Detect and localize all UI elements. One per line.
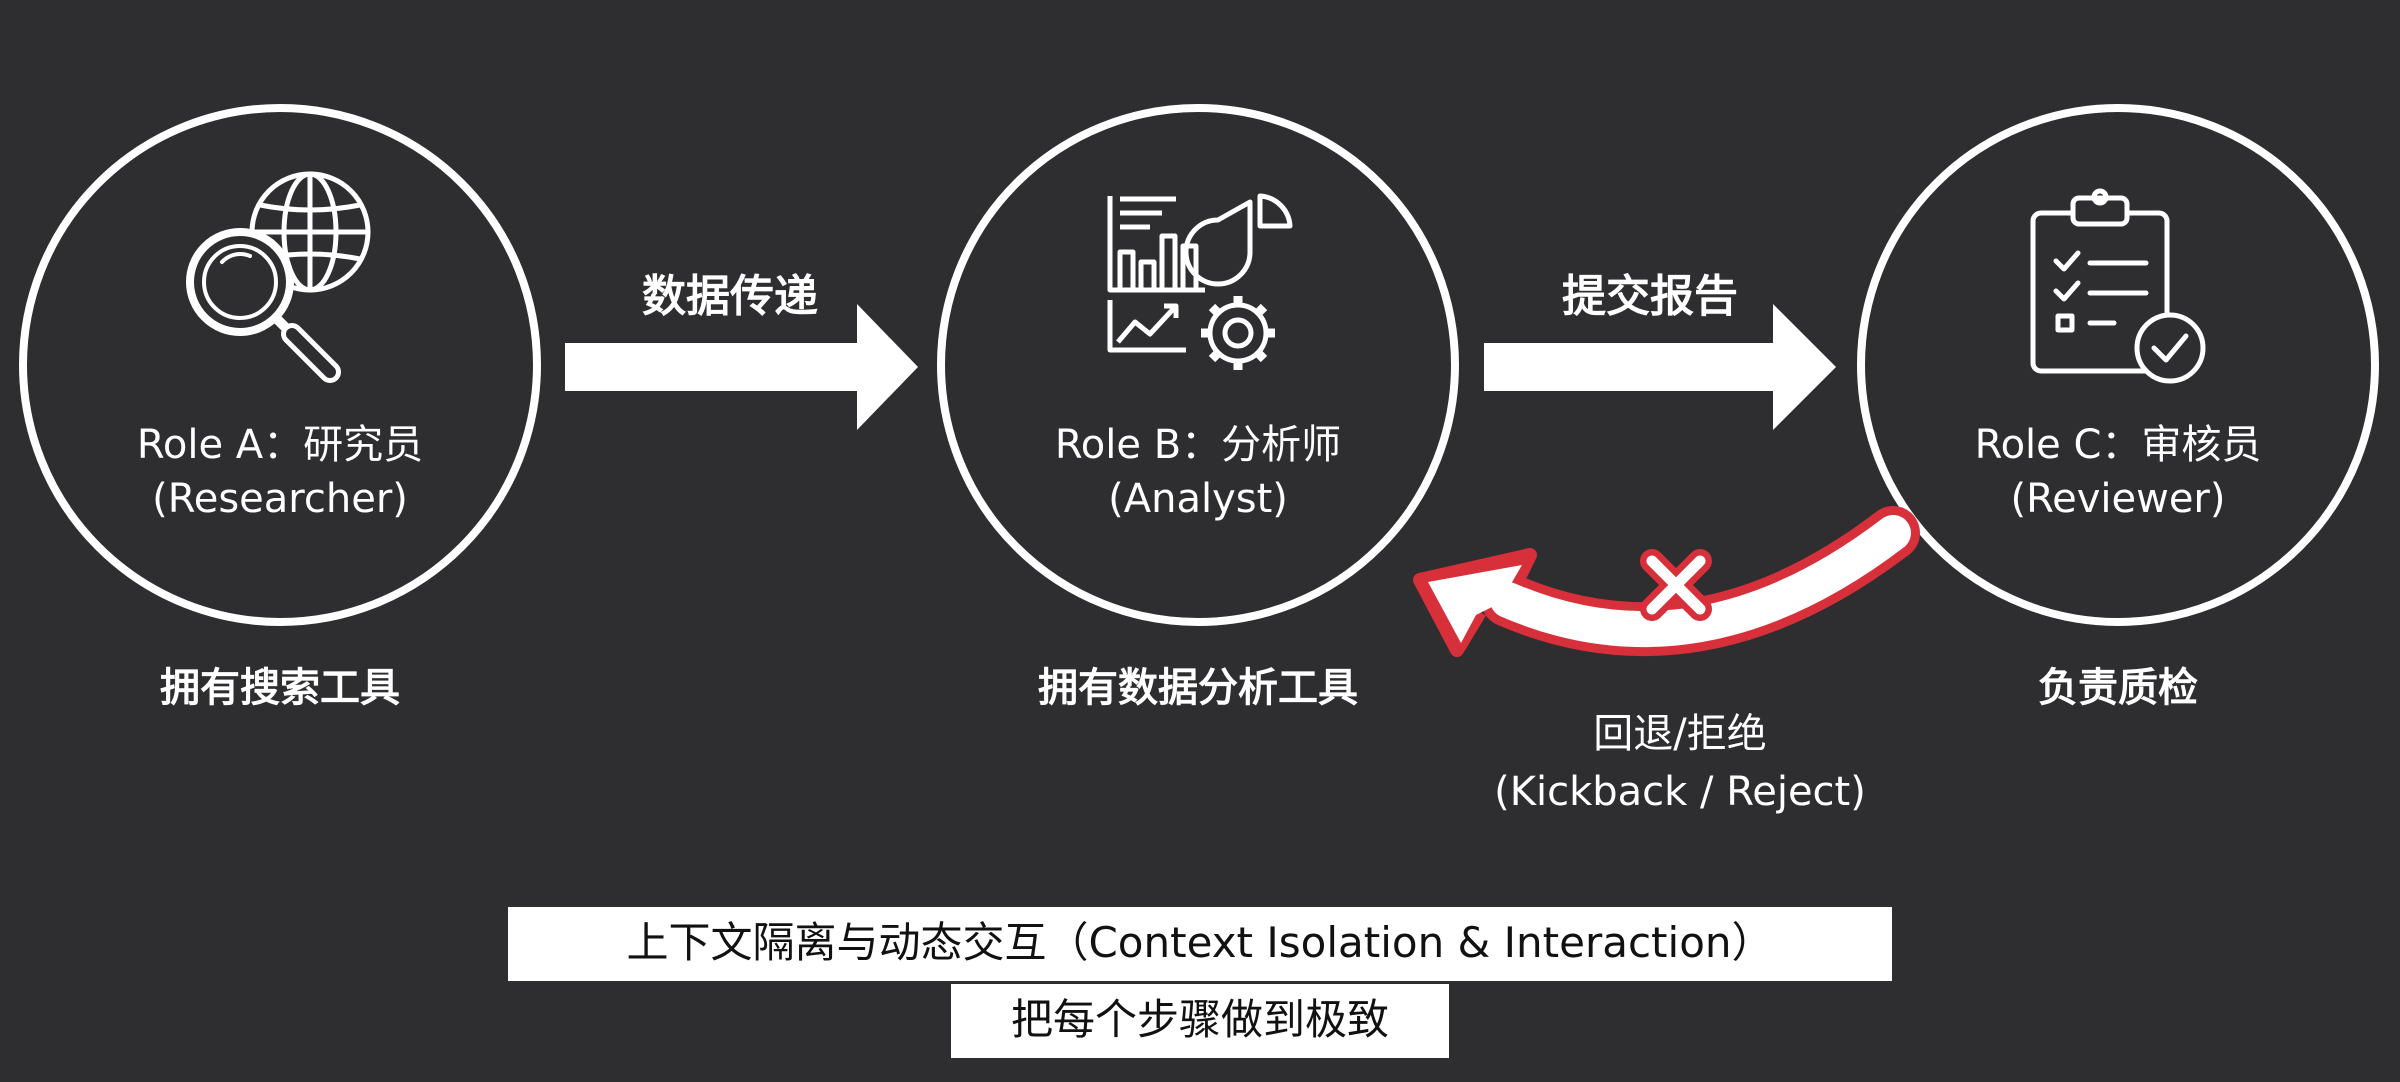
role-a-title: Role A：研究员 xyxy=(136,422,424,468)
subtitle-line-2: 把每个步骤做到极致 xyxy=(951,984,1449,1058)
role-c-circle xyxy=(1857,104,2379,626)
role-c-title: Role C：审核员 xyxy=(1974,422,2262,468)
role-c-caption: 负责质检 xyxy=(2038,665,2198,711)
role-b-label: Role B：分析师 (Analyst) xyxy=(998,418,1398,526)
analytics-chart-gear-icon xyxy=(1107,193,1293,370)
role-a-caption: 拥有搜索工具 xyxy=(160,665,400,711)
clipboard-checklist-icon xyxy=(2030,188,2206,384)
role-c-label: Role C：审核员 (Reviewer) xyxy=(1918,418,2318,526)
arrow-data-transfer-label: 数据传递 xyxy=(642,271,818,322)
role-a-circle xyxy=(19,104,541,626)
arrow-submit-report-label: 提交报告 xyxy=(1562,271,1738,322)
arrow-data-transfer xyxy=(565,304,918,430)
role-b-circle xyxy=(937,104,1459,626)
role-c-subtitle: (Reviewer) xyxy=(2010,476,2226,522)
role-b-subtitle: (Analyst) xyxy=(1108,476,1288,522)
kickback-label: 回退/拒绝 (Kickback / Reject) xyxy=(1450,705,1910,821)
role-a-subtitle: (Researcher) xyxy=(152,476,408,522)
kickback-label-cn: 回退/拒绝 xyxy=(1593,711,1767,757)
arrow-submit-report xyxy=(1484,304,1836,430)
kickback-label-en: (Kickback / Reject) xyxy=(1494,769,1866,815)
role-b-title: Role B：分析师 xyxy=(1054,422,1342,468)
reject-x-icon xyxy=(1640,549,1712,621)
kickback-arrow xyxy=(1413,506,1920,657)
globe-magnifier-icon xyxy=(186,171,371,383)
subtitle-line-1: 上下文隔离与动态交互（Context Isolation & Interacti… xyxy=(508,907,1892,981)
role-a-label: Role A：研究员 (Researcher) xyxy=(80,418,480,526)
role-b-caption: 拥有数据分析工具 xyxy=(1038,665,1358,711)
